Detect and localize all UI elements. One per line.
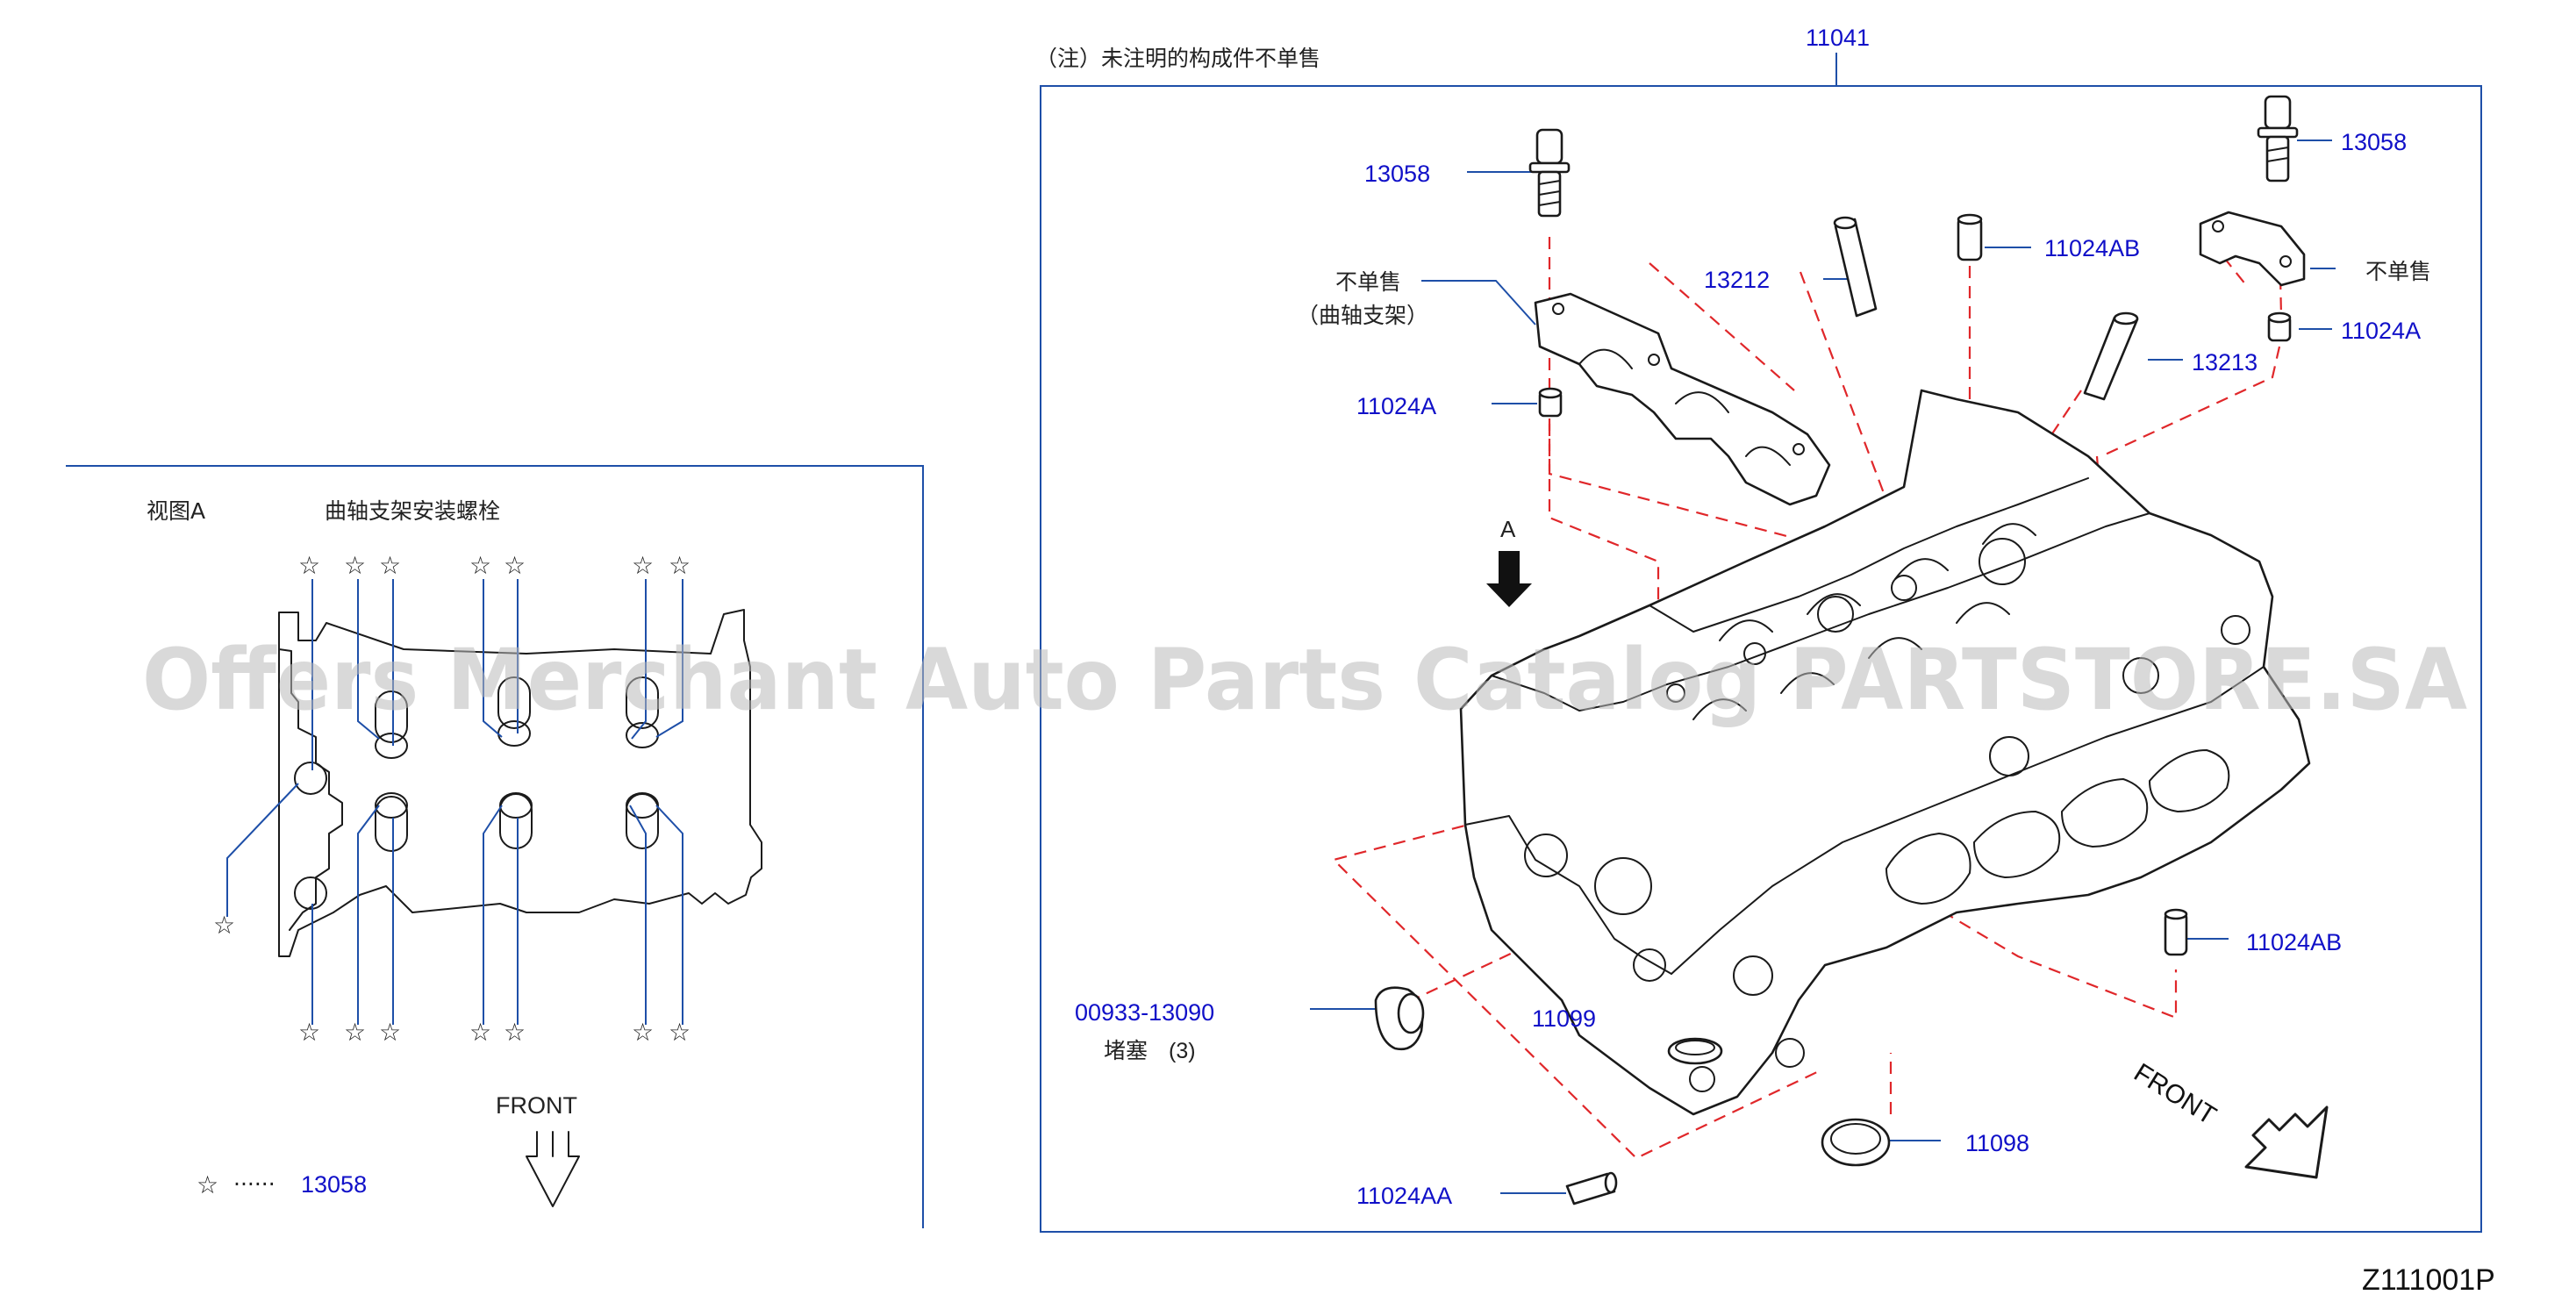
label-11099[interactable]: 11099 (1532, 1005, 1596, 1032)
label-13058-left[interactable]: 13058 (1364, 161, 1430, 187)
star-icon: ☆ (298, 551, 320, 580)
bolt-13058-right[interactable] (2257, 95, 2299, 182)
assembly-number-link[interactable]: 11041 (1806, 25, 1870, 51)
view-a-bottom-stars: ☆ ☆ ☆ ☆ ☆ ☆ ☆ ☆ (213, 911, 691, 1047)
view-a-panel: 视图A 曲轴支架安装螺栓 ☆ ☆ ☆ ☆ ☆ ☆ ☆ ☆ ☆ ☆ ☆ ☆ ☆ ☆… (66, 465, 924, 1228)
star-icon: ☆ (379, 1018, 401, 1047)
view-a-leaders (226, 579, 683, 1025)
star-icon: ☆ (632, 551, 654, 580)
star-icon: ☆ (298, 1018, 320, 1047)
label-11098[interactable]: 11098 (1965, 1130, 2029, 1156)
note-unlisted-not-sold: （注）未注明的构成件不单售 (1035, 46, 1320, 71)
star-icon: ☆ (504, 1018, 526, 1047)
star-icon: ☆ (669, 551, 691, 580)
label-13058-right[interactable]: 13058 (2341, 129, 2407, 155)
star-icon: ☆ (213, 911, 235, 940)
not-sold-left-line1: 不单售 (1335, 269, 1401, 295)
bolt-13058-left[interactable] (1528, 128, 1571, 218)
cylinder-head-bottom-view (226, 579, 762, 1025)
watermark-text: Offers Merchant Auto Parts Catalog PARTS… (142, 631, 2467, 729)
not-sold-right: 不单售 (2365, 259, 2431, 284)
front-arrow-main-icon (2244, 1105, 2329, 1179)
star-icon: ☆ (632, 1018, 654, 1047)
main-view-frame (1040, 85, 2482, 1233)
crank-bracket-right[interactable] (2199, 211, 2306, 287)
view-a-marker: A (1500, 516, 1516, 542)
view-a-subtitle: 曲轴支架安装螺栓 (325, 498, 500, 524)
star-icon: ☆ (344, 551, 366, 580)
valve-guide-13213[interactable] (2083, 311, 2139, 401)
plug-quantity: (3) (1169, 1039, 1196, 1063)
plug-name: 堵塞 (1104, 1038, 1148, 1063)
dowel-11024A-left[interactable] (1538, 387, 1563, 418)
view-a-frame (66, 465, 924, 1228)
view-a-top-stars: ☆ ☆ ☆ ☆ ☆ ☆ ☆ (298, 551, 691, 580)
dowel-11024A-right[interactable] (2267, 311, 2292, 342)
label-11024A-left[interactable]: 11024A (1356, 393, 1436, 419)
front-label: FRONT (2129, 1058, 2221, 1131)
dowel-11024AB-right[interactable] (2164, 908, 2188, 956)
bolt-bosses (294, 676, 659, 910)
not-sold-left-line2: （曲轴支架） (1297, 303, 1428, 328)
star-icon: ☆ (669, 1018, 691, 1047)
dowel-11024AA[interactable] (1565, 1171, 1618, 1205)
star-icon: ☆ (504, 551, 526, 580)
legend-part-link[interactable]: 13058 (301, 1171, 367, 1198)
cylinder-head-11041[interactable] (1459, 389, 2311, 1116)
legend-dots: ······ (233, 1171, 275, 1197)
front-arrow-icon (526, 1131, 580, 1207)
view-a-title: 视图A (147, 498, 205, 524)
label-00933-13090[interactable]: 00933-13090 (1075, 999, 1214, 1026)
label-11024AB-top[interactable]: 11024AB (2044, 235, 2140, 261)
seal-11098[interactable] (1821, 1118, 1891, 1167)
seal-11099[interactable] (1667, 1037, 1723, 1065)
view-a-front-label: FRONT (496, 1092, 577, 1119)
plug-00933-13090[interactable] (1374, 986, 1425, 1051)
label-11024AA[interactable]: 11024AA (1356, 1183, 1452, 1209)
label-11024A-right[interactable]: 11024A (2341, 318, 2421, 344)
star-icon: ☆ (469, 551, 491, 580)
valve-guide-13212[interactable] (1833, 216, 1878, 318)
star-icon: ☆ (344, 1018, 366, 1047)
star-icon: ☆ (469, 1018, 491, 1047)
label-13212[interactable]: 13212 (1704, 267, 1770, 293)
label-11024AB-right[interactable]: 11024AB (2246, 929, 2342, 955)
star-icon: ☆ (379, 551, 401, 580)
crank-bracket-left[interactable] (1534, 292, 1831, 506)
legend-star-icon: ☆ (197, 1170, 218, 1199)
figure-code: Z111001P (2362, 1263, 2495, 1297)
dowel-11024AB-top[interactable] (1957, 213, 1983, 261)
down-arrow-icon (1486, 551, 1532, 607)
label-13213[interactable]: 13213 (2192, 349, 2258, 376)
main-view-panel: （注）未注明的构成件不单售 11041 (1035, 25, 2482, 1233)
